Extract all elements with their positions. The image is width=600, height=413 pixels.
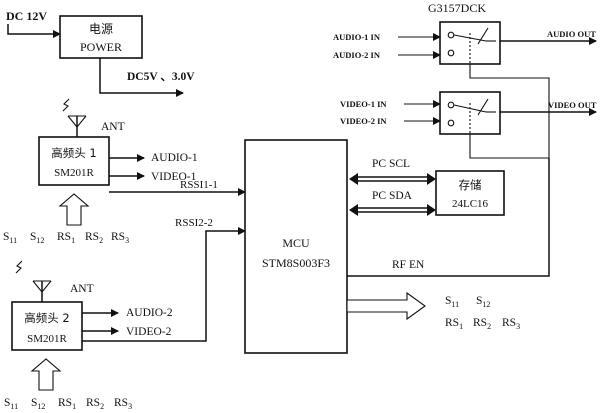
- mcu-model: STM8S003F3: [262, 256, 330, 270]
- switch-select-video: [469, 134, 549, 159]
- tuner-1-control-pins: S11 S12 RS1 RS2 RS3: [3, 231, 129, 245]
- video-switch-in2-contact: [447, 119, 455, 127]
- control-output-arrow: [346, 291, 426, 321]
- tuner-2-control-pins: S11 S12 RS1 RS2 RS3: [4, 397, 132, 411]
- power-output-label: DC5V 、3.0V: [127, 71, 195, 83]
- rssi-2-label: RSSI2-2: [175, 217, 213, 229]
- eeprom-cn-label: 存储: [459, 178, 482, 192]
- audio-in-2-label: AUDIO-2 IN: [333, 50, 381, 60]
- rf-en-label: RF EN: [392, 259, 425, 271]
- svg-text:RS2: RS2: [86, 397, 104, 411]
- tuner-2-video-label: VIDEO-2: [126, 326, 172, 338]
- sda-double-arrow: [349, 204, 436, 216]
- switch-chip: G3157DCK AUDIO-1 IN AUDIO-2 IN AUDIO OUT…: [333, 1, 597, 159]
- rssi-lines: RSSI1-1 RSSI2-2: [82, 179, 246, 342]
- mcu-box: [244, 139, 348, 354]
- sda-label: PC SDA: [372, 190, 413, 202]
- switch-select-audio: [469, 64, 550, 158]
- mcu: MCU STM8S003F3 RF EN S11 S12 RS1 RS2 RS3: [244, 139, 550, 354]
- svg-text:S11: S11: [445, 295, 459, 309]
- eeprom-model: 24LC16: [452, 198, 489, 210]
- tuner-1-cn-label: 高频头 1: [51, 146, 96, 160]
- video-switch-lever: [477, 98, 489, 116]
- tuner-1-control-arrow: [58, 193, 90, 226]
- tuner-2-model: SM201R: [27, 333, 67, 345]
- svg-text:RS2: RS2: [85, 231, 103, 245]
- power-box: [59, 15, 143, 59]
- tuner-2-control-arrow: [30, 358, 62, 391]
- svg-text:RS1: RS1: [57, 231, 75, 245]
- tuner-2-cn-label: 高频头 2: [24, 311, 69, 325]
- svg-text:RS3: RS3: [114, 397, 132, 411]
- antenna-2-label: ANT: [70, 283, 94, 295]
- power-output-line: [99, 58, 184, 97]
- power-box-en-label: POWER: [80, 40, 122, 54]
- svg-text:RS3: RS3: [502, 317, 520, 331]
- tuner-1-audio-label: AUDIO-1: [151, 152, 198, 164]
- tuner-2: ANT 高频头 2 SM201R AUDIO-2 VIDEO-2 S11 S12…: [4, 260, 173, 411]
- tuner-1-video-label: VIDEO-1: [151, 171, 197, 183]
- rf-en-line: [347, 158, 550, 277]
- scl-double-arrow: [349, 173, 436, 185]
- i2c-bus: PC SCL PC SDA: [349, 158, 436, 216]
- svg-text:RS2: RS2: [473, 317, 491, 331]
- svg-text:S11: S11: [3, 231, 17, 245]
- antenna-2-icon: [15, 260, 52, 302]
- power-input-line: [7, 24, 61, 38]
- eeprom-box: [435, 170, 505, 216]
- rssi-1-label: RSSI1-1: [180, 179, 218, 191]
- tuner-2-audio-label: AUDIO-2: [126, 307, 173, 319]
- eeprom: 存储 24LC16: [435, 170, 505, 216]
- mcu-control-pins: S11 S12 RS1 RS2 RS3: [445, 295, 520, 331]
- audio-switch-in1-contact: [447, 31, 455, 39]
- audio-out-label: AUDIO OUT: [547, 29, 596, 39]
- svg-text:S12: S12: [476, 295, 490, 309]
- tuner-1: ANT 高频头 1 SM201R AUDIO-1 VIDEO-1 S11 S12…: [3, 98, 198, 245]
- power-section: DC 12V 电源 POWER DC5V 、3.0V: [6, 9, 195, 97]
- svg-text:S11: S11: [4, 397, 18, 411]
- power-input-label: DC 12V: [6, 9, 47, 23]
- audio-switch-lever: [477, 27, 489, 45]
- svg-text:S12: S12: [31, 397, 45, 411]
- antenna-1-icon: [62, 98, 87, 137]
- svg-text:S12: S12: [30, 231, 44, 245]
- svg-text:RS1: RS1: [58, 397, 76, 411]
- mcu-title: MCU: [282, 236, 310, 250]
- video-in-1-label: VIDEO-1 IN: [340, 99, 387, 109]
- power-box-cn-label: 电源: [89, 22, 113, 36]
- audio-in-1-label: AUDIO-1 IN: [333, 32, 381, 42]
- svg-text:RS1: RS1: [445, 317, 463, 331]
- audio-switch-in2-contact: [447, 49, 455, 57]
- tuner-2-box: [11, 301, 83, 351]
- svg-text:RS3: RS3: [111, 231, 129, 245]
- tuner-1-model: SM201R: [54, 167, 94, 179]
- video-in-2-label: VIDEO-2 IN: [340, 116, 387, 126]
- scl-label: PC SCL: [372, 158, 410, 170]
- switch-chip-name: G3157DCK: [428, 1, 486, 15]
- tuner-1-box: [38, 136, 110, 186]
- video-out-label: VIDEO OUT: [548, 100, 597, 110]
- video-switch-in1-contact: [447, 101, 455, 109]
- rssi-2-line: [82, 227, 246, 342]
- antenna-1-label: ANT: [101, 121, 125, 133]
